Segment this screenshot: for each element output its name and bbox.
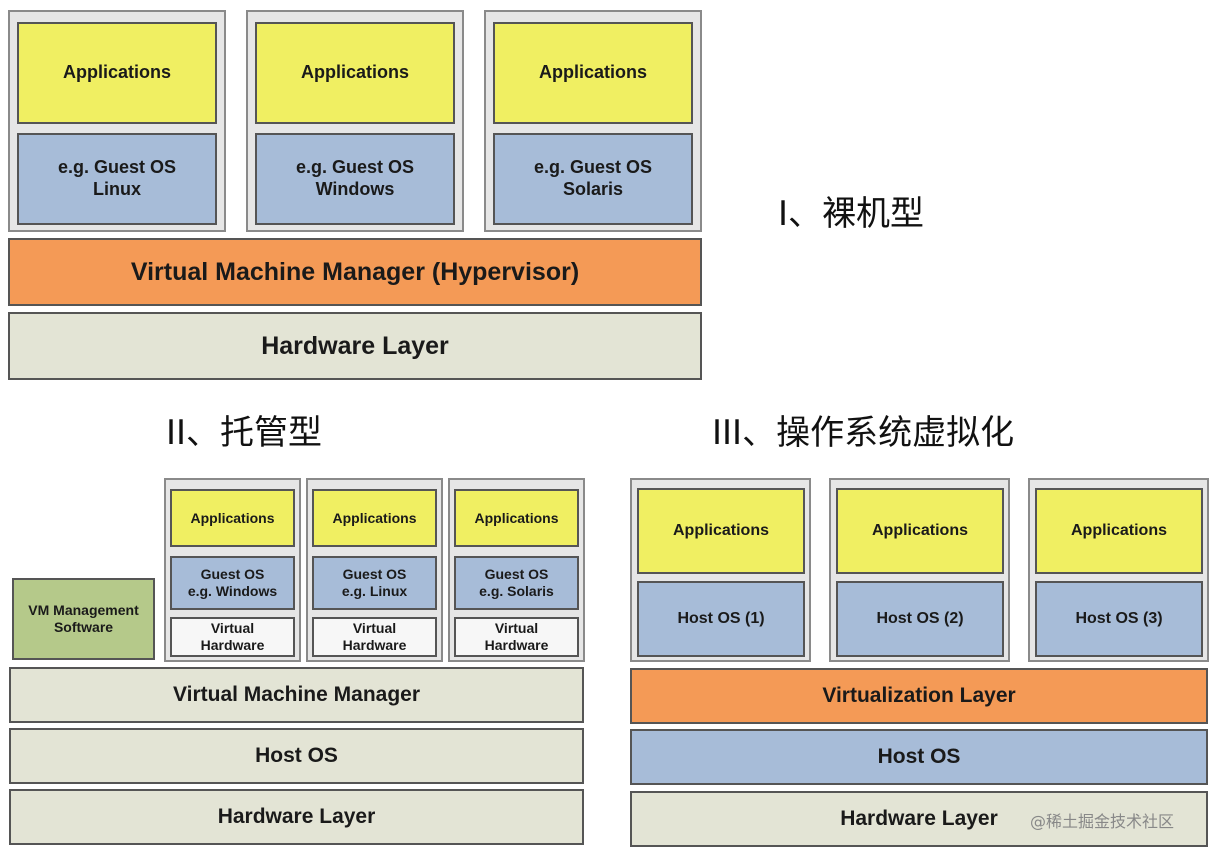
applications-box: Applications	[1035, 488, 1203, 574]
applications-box: Applications	[493, 22, 693, 124]
hardware-layer: Hardware Layer	[630, 791, 1208, 847]
applications-box: Applications	[255, 22, 455, 124]
vm-management-software-box: VM Management Software	[12, 578, 155, 660]
hardware-layer: Hardware Layer	[8, 312, 702, 380]
hypervisor-layer: Virtual Machine Manager (Hypervisor)	[8, 238, 702, 306]
host-os-layer: Host OS	[630, 729, 1208, 785]
guest-os-box: e.g. Guest OS Linux	[17, 133, 217, 225]
virtual-hardware-box: Virtual Hardware	[170, 617, 295, 657]
guest-os-box: e.g. Guest OS Solaris	[493, 133, 693, 225]
hardware-layer: Hardware Layer	[9, 789, 584, 845]
applications-box: Applications	[312, 489, 437, 547]
guest-os-box: Guest OS e.g. Solaris	[454, 556, 579, 610]
applications-box: Applications	[17, 22, 217, 124]
diagram-title: III、操作系统虚拟化	[712, 413, 1015, 453]
virtual-hardware-box: Virtual Hardware	[312, 617, 437, 657]
host-os-layer: Host OS	[9, 728, 584, 784]
applications-box: Applications	[170, 489, 295, 547]
guest-os-box: e.g. Guest OS Windows	[255, 133, 455, 225]
watermark: @稀土掘金技术社区	[1030, 812, 1175, 831]
diagram-title: I、裸机型	[778, 194, 925, 234]
guest-os-box: Guest OS e.g. Windows	[170, 556, 295, 610]
virtual-hardware-box: Virtual Hardware	[454, 617, 579, 657]
guest-os-box: Guest OS e.g. Linux	[312, 556, 437, 610]
virtualization-layer: Virtualization Layer	[630, 668, 1208, 724]
virtual-machine-manager-layer: Virtual Machine Manager	[9, 667, 584, 723]
host-os-instance-box: Host OS (2)	[836, 581, 1004, 657]
host-os-instance-box: Host OS (3)	[1035, 581, 1203, 657]
diagram-title: II、托管型	[166, 413, 323, 453]
host-os-instance-box: Host OS (1)	[637, 581, 805, 657]
applications-box: Applications	[454, 489, 579, 547]
applications-box: Applications	[836, 488, 1004, 574]
applications-box: Applications	[637, 488, 805, 574]
